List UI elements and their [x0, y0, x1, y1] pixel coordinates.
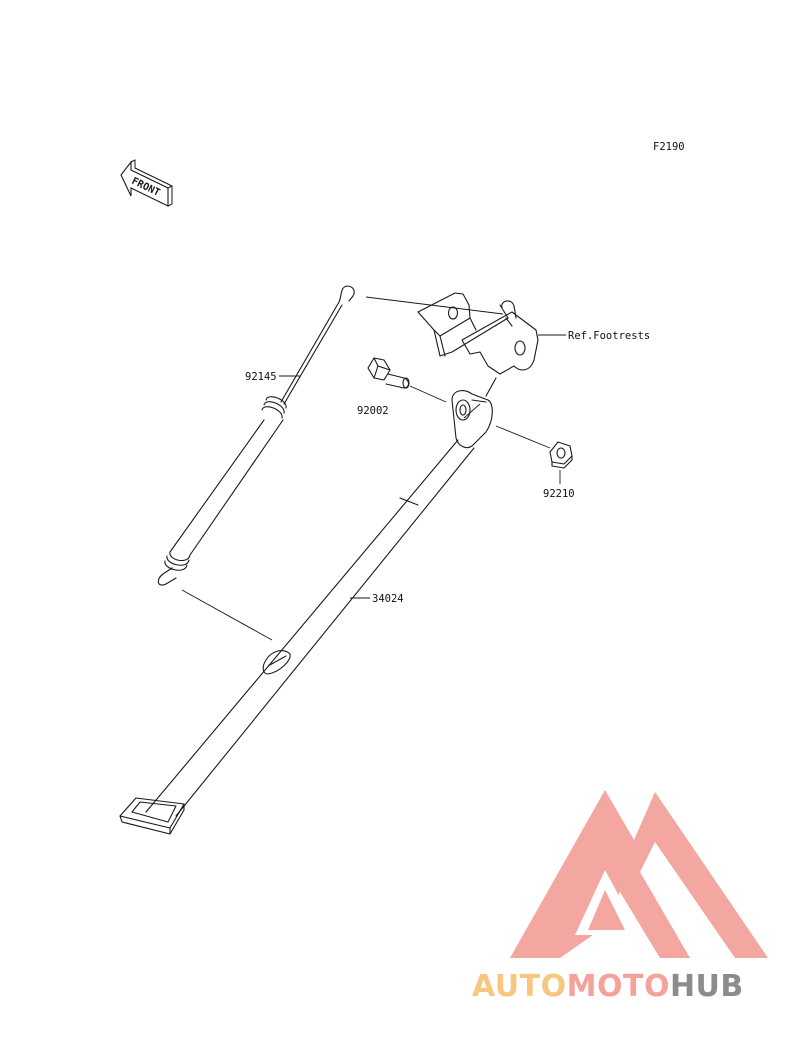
watermark-brand: AUTOMOTOHUB — [472, 969, 744, 1004]
watermark-auto: AUTO — [472, 969, 567, 1004]
nut-92210 — [549, 441, 573, 469]
bolt-92002 — [367, 357, 410, 389]
watermark-moto: MOTO — [567, 969, 670, 1004]
spring-92145 — [157, 285, 355, 586]
side-stand-34024 — [119, 390, 493, 835]
part-number-92002: 92002 — [357, 405, 389, 417]
part-number-92210: 92210 — [543, 488, 575, 500]
part-number-34024: 34024 — [372, 593, 404, 605]
ref-footrests-label: Ref.Footrests — [568, 330, 650, 342]
figure-code: F2190 — [653, 141, 685, 153]
front-arrow-icon: FRONT — [120, 159, 173, 207]
watermark-hub: HUB — [670, 969, 744, 1004]
footrest-bracket — [417, 292, 539, 397]
part-number-92145: 92145 — [245, 371, 277, 383]
watermark-logo — [510, 790, 768, 958]
